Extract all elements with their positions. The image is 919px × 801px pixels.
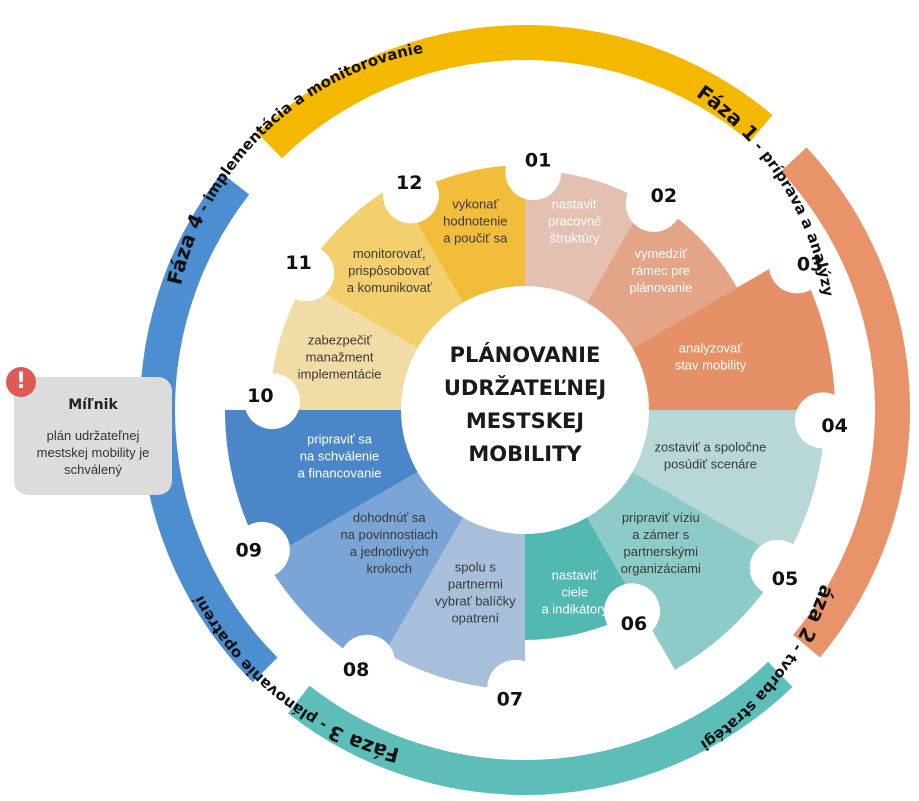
segment-notch	[278, 245, 335, 302]
step-number: 01	[525, 149, 551, 171]
step-number: 02	[651, 185, 677, 207]
segment-notch	[233, 521, 290, 578]
step-segment	[265, 469, 466, 670]
step-segment	[225, 410, 423, 560]
phase-2-band	[287, 661, 793, 795]
segment-notches	[233, 144, 851, 716]
step-number: 12	[396, 172, 422, 194]
segment-notch	[794, 392, 851, 449]
segment-notch	[505, 144, 562, 201]
step-number: 05	[772, 568, 798, 590]
segment-notch	[768, 237, 825, 294]
phase-bands	[140, 25, 910, 795]
milestone-text: plán udržateľnej mestskej mobility je sc…	[36, 428, 150, 477]
segment-notch	[382, 167, 439, 224]
milestone-title: Míľnik	[68, 397, 118, 413]
milestone-box: Míľnik plán udržateľnej mestskej mobilit…	[14, 377, 172, 495]
step-segment	[584, 197, 738, 351]
step-segment	[299, 184, 466, 351]
step-number: 09	[236, 540, 262, 562]
step-number: 04	[821, 415, 847, 437]
step-number: 08	[343, 659, 369, 681]
segment-notch	[625, 175, 682, 232]
step-number: 11	[285, 252, 311, 274]
segment-notch	[604, 583, 661, 640]
segment-notch	[339, 634, 396, 691]
step-number: 10	[247, 385, 273, 407]
step-numbers: 01 02 03 04 05 06 07 08 09 10 11 12	[236, 149, 848, 710]
step-segment	[385, 512, 525, 690]
step-segment	[525, 170, 645, 308]
center-circle	[401, 286, 649, 534]
segment-notch	[487, 659, 544, 716]
exclamation-icon: !	[6, 367, 36, 397]
phase-1-band	[780, 147, 910, 658]
segment-notch	[244, 373, 301, 430]
step-number: 07	[497, 689, 523, 711]
step-number: 03	[797, 254, 823, 276]
step-segment	[627, 410, 825, 560]
step-segment	[270, 282, 423, 410]
segment-notch	[749, 539, 806, 596]
step-segments	[225, 165, 835, 690]
step-segment	[627, 255, 835, 410]
phase-3-band	[140, 172, 278, 683]
step-segment	[584, 469, 785, 670]
step-number: 06	[621, 613, 647, 635]
phase-4-band	[257, 25, 773, 159]
